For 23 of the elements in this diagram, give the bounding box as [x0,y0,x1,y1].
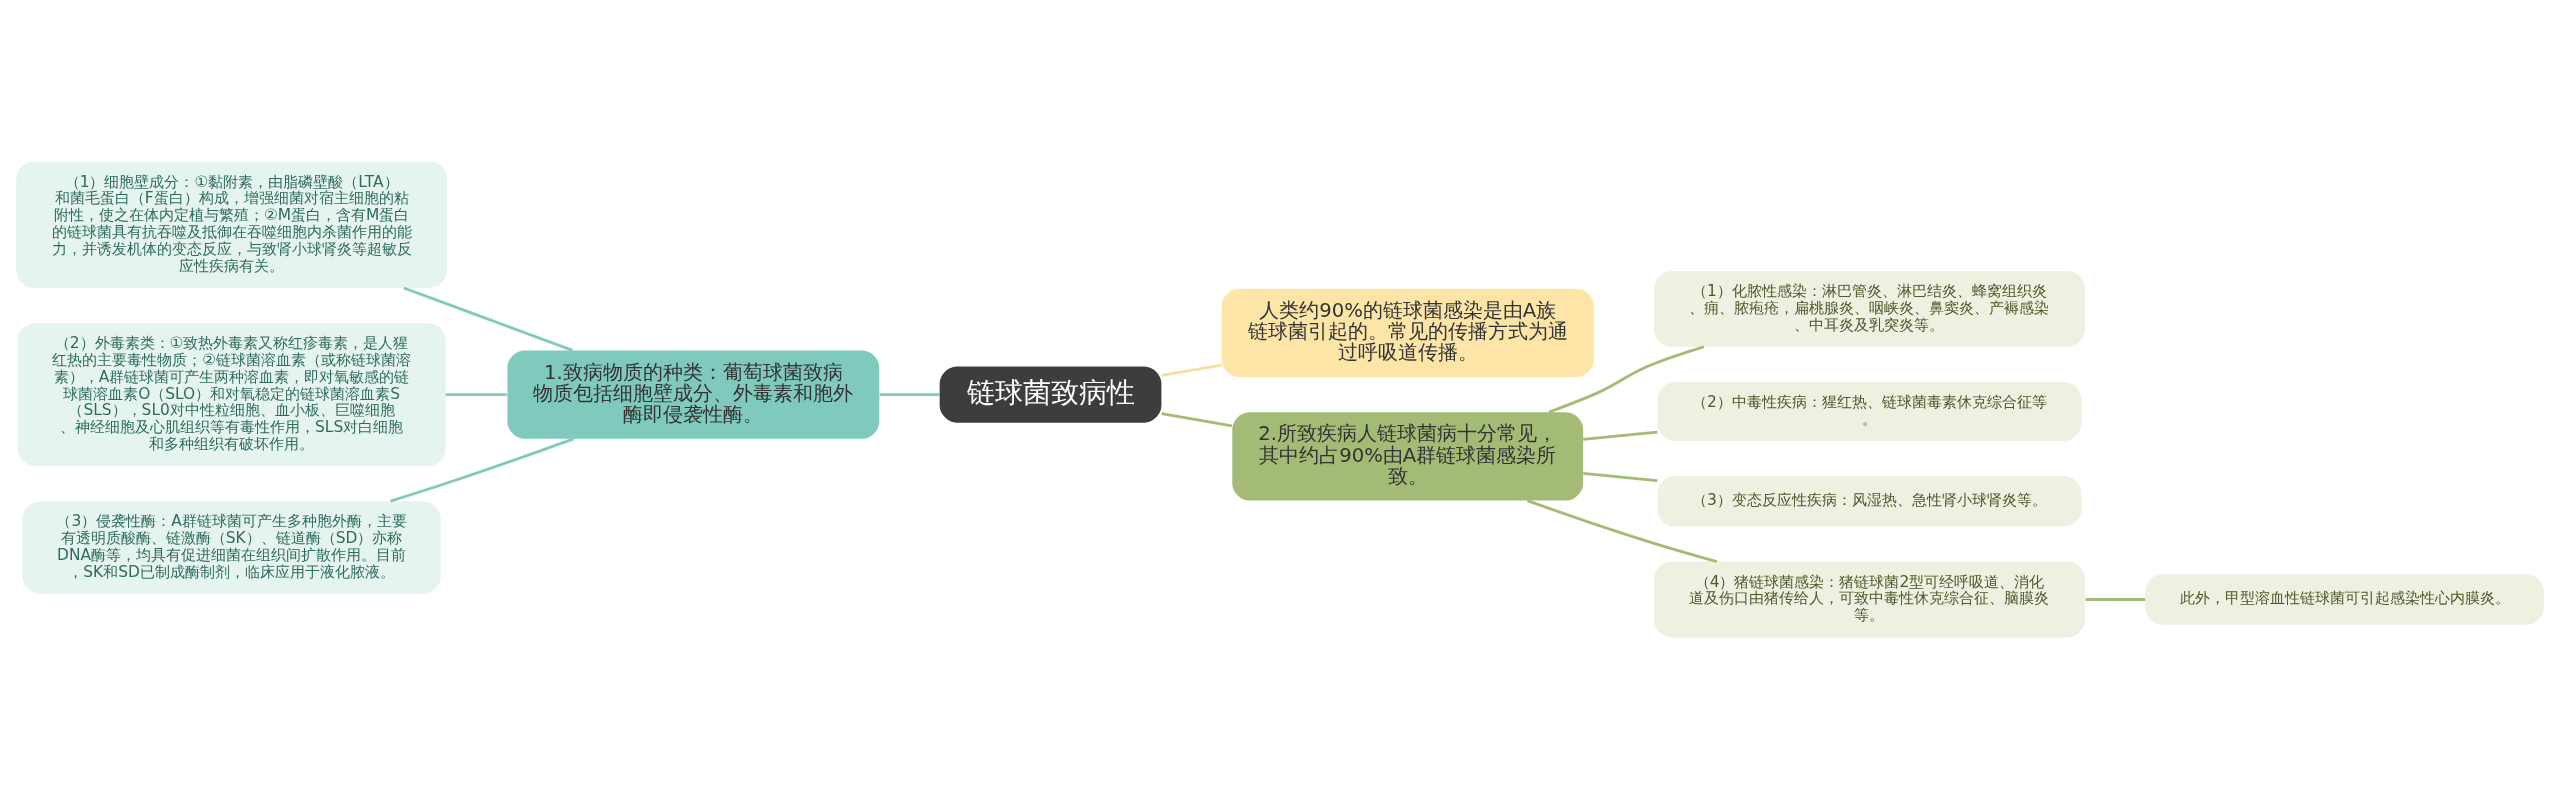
node-box: （3）侵袭性酶：A群链球菌可产生多种胞外酶，主要有透明质酸酶、链激酶（SK）、链道酶（SD）亦称DNA酶等，均具有促进细菌在组织间扩散作用。目前，SK和SD已制成酶制剂，临床应用于液化脓液。 [22,501,441,594]
connector [1161,363,1222,377]
connector [1161,412,1233,428]
node-box: 1.致病物质的种类：葡萄球菌致病物质包括细胞壁成分、外毒素和胞外酶即侵袭性酶。 [507,350,880,439]
node-box: （2）外毒素类：①致热外毒素又称红疹毒素，是人猩红热的主要毒性物质；②链球菌溶血素（或称链球菌溶素），A群链球菌可产生两种溶血素，即对氧敏感的链球菌溶血素O（SLO）和对氧稳定的链球菌溶血素S（SLS），SL0对中性粒细胞、血小板、巨噬细胞、神经细胞及心肌组织等有毒性作用，SLS对白细胞和多种组织有破坏作用。 [17,323,446,467]
connector [1583,430,1658,441]
node-box: （4）猪链球菌感染：猪链球菌2型可经呼吸道、消化道及伤口由猪传给人，可致中毒性休克综合征、脑膜炎等。 [1654,561,2085,638]
node-box: （1）化脓性感染：淋巴管炎、淋巴结炎、蜂窝组织炎、痈、脓疱疮，扁桃腺炎、咽峡炎、鼻窦炎、产褥感染、中耳炎及乳突炎等。 [1654,271,2085,347]
connector [445,393,507,396]
connector [1548,345,1705,414]
connector [403,286,573,352]
node-box: 链球菌致病性 [939,366,1162,423]
node-box: （2）中毒性疾病：猩红热、链球菌毒素休克综合征等。 [1657,381,2082,441]
node-box: 人类约90%的链球菌感染是由A族链球菌引起的。常见的传播方式为通过呼吸道传播。 [1221,288,1594,378]
connector [2085,598,2146,601]
node-box: 2.所致疾病人链球菌病十分常见，其中约占90%由A群链球菌感染所致。 [1232,412,1584,501]
connector [390,437,574,503]
node-box: （1）细胞壁成分：①黏附素，由脂磷壁酸（LTA）和菌毛蛋白（F蛋白）构成，增强细菌对宿主细胞的粘附性，使之在体内定植与繁殖；②M蛋白，含有M蛋白的链球菌具有抗吞噬及抵御在吞噬细胞内杀菌作用的能力，并诱发机体的变态反应，与致肾小球肾炎等超敏反应性疾病有关。 [16,161,448,288]
connector [1583,472,1658,483]
connector [879,393,940,396]
connector [1526,499,1718,563]
node-box: 此外，甲型溶血性链球菌可引起感染性心内膜炎。 [2145,574,2544,625]
node-box: （3）变态反应性疾病：风湿热、急性肾小球肾炎等。 [1657,476,2082,527]
